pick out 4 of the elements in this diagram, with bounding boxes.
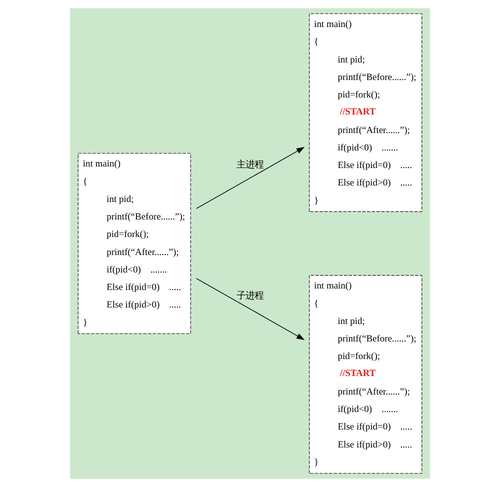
edge-label: 子进程 [236, 290, 264, 302]
arrow [196, 146, 305, 209]
edge-label: 主进程 [236, 160, 264, 171]
arrow [196, 278, 305, 340]
